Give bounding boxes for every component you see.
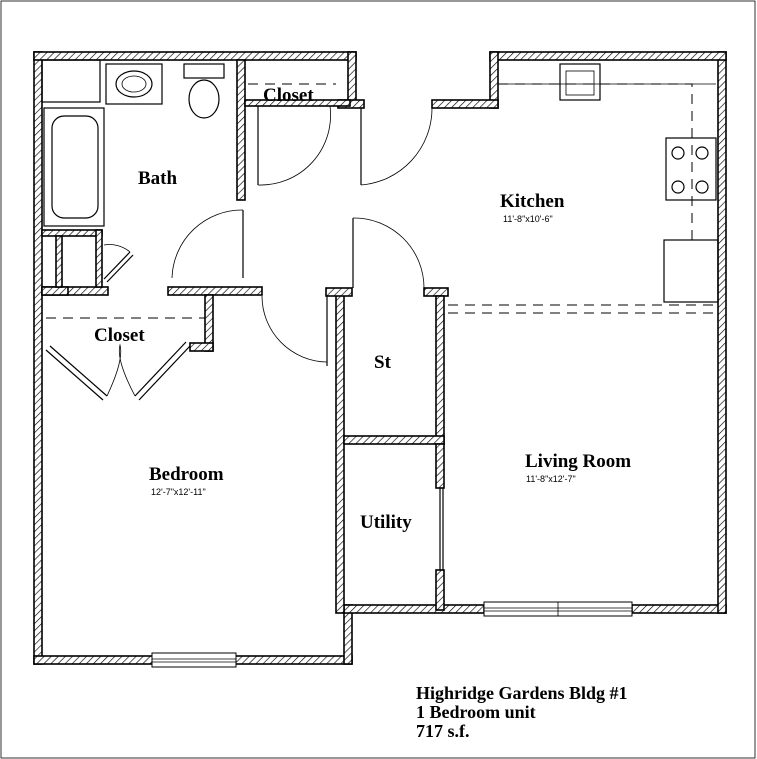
windows [151,601,633,668]
dims-bedroom: 12'-7"x12'-11" [151,487,206,497]
doors [45,105,444,570]
room-label-closet-bedroom: Closet [94,325,145,346]
bath-fixtures [41,59,225,227]
room-label-kitchen: Kitchen [500,191,565,212]
room-label-bath: Bath [138,168,178,189]
room-label-storage: St [374,352,392,373]
dims-living-room: 11'-8"x12'-7" [526,474,576,484]
caption-unit-type: 1 Bedroom unit [416,702,536,722]
room-label-living-room: Living Room [525,451,631,472]
plan-caption: Highridge Gardens Bldg #1 1 Bedroom unit… [416,684,628,741]
room-label-utility: Utility [360,512,412,533]
caption-area: 717 s.f. [416,721,470,741]
room-label-closet-top: Closet [263,85,314,106]
kitchen-fixtures [46,63,719,319]
interior-walls [41,59,449,614]
caption-building: Highridge Gardens Bldg #1 [416,683,628,703]
exterior-walls [33,51,727,665]
room-label-bedroom: Bedroom [149,464,224,485]
dims-kitchen: 11'-8"x10'-6" [503,214,553,224]
